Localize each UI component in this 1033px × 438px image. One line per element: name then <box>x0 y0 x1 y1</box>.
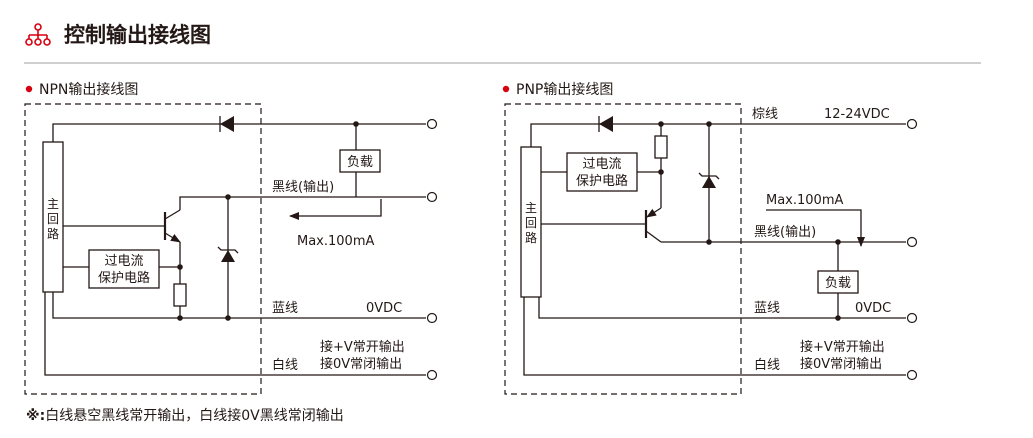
npn-diode-icon <box>219 116 234 132</box>
npn-mode-nc-label: 接0V常闭输出 <box>320 356 402 372</box>
npn-bullet-icon <box>25 85 33 93</box>
npn-protect-label-2: 保护电路 <box>98 270 150 286</box>
pnp-transistor-icon <box>541 207 662 243</box>
npn-transistor-icon <box>63 209 181 243</box>
pnp-mode-no-label: 接+V常开输出 <box>800 339 885 355</box>
page-title: 控制输出接线图 <box>64 23 211 47</box>
npn-white-wire <box>44 292 426 376</box>
pnp-zener-icon <box>698 172 720 188</box>
pnp-supply-wire <box>530 123 906 147</box>
npn-node <box>177 264 183 270</box>
pnp-sensor-boundary <box>504 103 742 395</box>
pnp-bullet-icon <box>502 85 510 93</box>
npn-terminal-black[interactable] <box>426 191 438 203</box>
npn-title: NPN输出接线图 <box>39 81 138 98</box>
npn-black-wire-label: 黑线(输出) <box>272 179 334 195</box>
npn-ground-wire <box>52 292 426 319</box>
pnp-resistor-icon <box>654 135 668 159</box>
footnote-text: 白线悬空黑线常开输出，白线接0V黑线常闭输出 <box>45 407 343 424</box>
npn-terminal-white[interactable] <box>426 369 438 381</box>
pnp-diode-icon <box>598 116 613 132</box>
pnp-main-circuit-char-2: 回 <box>525 216 537 230</box>
pnp-ground-wire <box>538 297 906 319</box>
pnp-diagram: PNP输出接线图 主 回 路 棕线 12-24VDC 过电流 保护电路 <box>502 81 918 395</box>
npn-max-current-label: Max.100mA <box>297 234 374 249</box>
npn-current-arrow-icon <box>289 199 382 220</box>
npn-supply-wire <box>52 123 426 142</box>
pnp-terminal-white[interactable] <box>906 369 918 381</box>
npn-zener-icon <box>217 246 239 262</box>
footnote: ※:白线悬空黑线常开输出，白线接0V黑线常闭输出 <box>26 407 344 424</box>
pnp-current-arrow-icon <box>766 209 865 247</box>
npn-diagram: NPN输出接线图 主 回 路 负载 黑线(输出) Max.100mA <box>24 81 438 395</box>
pnp-terminal-blue[interactable] <box>906 312 918 324</box>
npn-terminal-blue[interactable] <box>426 312 438 324</box>
pnp-main-circuit-char-1: 主 <box>525 201 537 215</box>
npn-blue-wire-label: 蓝线 <box>272 301 298 316</box>
npn-0vdc-label: 0VDC <box>366 301 402 316</box>
npn-main-circuit-char-3: 路 <box>47 226 59 241</box>
footnote-mark: ※: <box>26 408 45 424</box>
pnp-node <box>706 239 712 245</box>
pnp-main-circuit-char-3: 路 <box>525 230 537 245</box>
pnp-white-wire <box>523 297 906 376</box>
pnp-title: PNP输出接线图 <box>516 81 613 98</box>
npn-terminal-brown[interactable] <box>426 118 438 130</box>
npn-resistor-icon <box>173 283 187 307</box>
pnp-white-wire-label: 白线 <box>754 357 780 373</box>
pnp-terminal-brown[interactable] <box>906 118 918 130</box>
pnp-max-current-label: Max.100mA <box>766 193 843 208</box>
npn-protect-label-1: 过电流 <box>104 254 143 269</box>
pnp-node <box>835 315 841 321</box>
pnp-brown-wire-label: 棕线 <box>752 107 778 122</box>
npn-main-circuit-char-2: 回 <box>47 212 59 226</box>
npn-load-box <box>339 149 381 173</box>
org-chart-icon <box>25 23 51 46</box>
pnp-load-label: 负载 <box>825 276 851 291</box>
npn-output-wire <box>179 196 426 210</box>
pnp-black-wire-label: 黑线(输出) <box>754 224 816 240</box>
npn-white-wire-label: 白线 <box>272 357 298 373</box>
npn-node <box>177 315 183 321</box>
npn-mode-no-label: 接+V常开输出 <box>320 339 405 355</box>
pnp-blue-wire-label: 蓝线 <box>754 301 780 316</box>
pnp-protect-label-2: 保护电路 <box>576 173 628 189</box>
pnp-protect-label-1: 过电流 <box>582 157 621 172</box>
pnp-0vdc-label: 0VDC <box>855 301 891 316</box>
pnp-supply-label: 12-24VDC <box>824 107 890 122</box>
npn-load-label: 负载 <box>347 155 373 170</box>
npn-protect-block <box>88 249 160 289</box>
npn-node <box>225 315 231 321</box>
pnp-mode-nc-label: 接0V常闭输出 <box>800 356 882 372</box>
npn-main-circuit-char-1: 主 <box>47 197 59 211</box>
npn-sensor-boundary <box>24 103 262 395</box>
pnp-terminal-black[interactable] <box>906 236 918 248</box>
